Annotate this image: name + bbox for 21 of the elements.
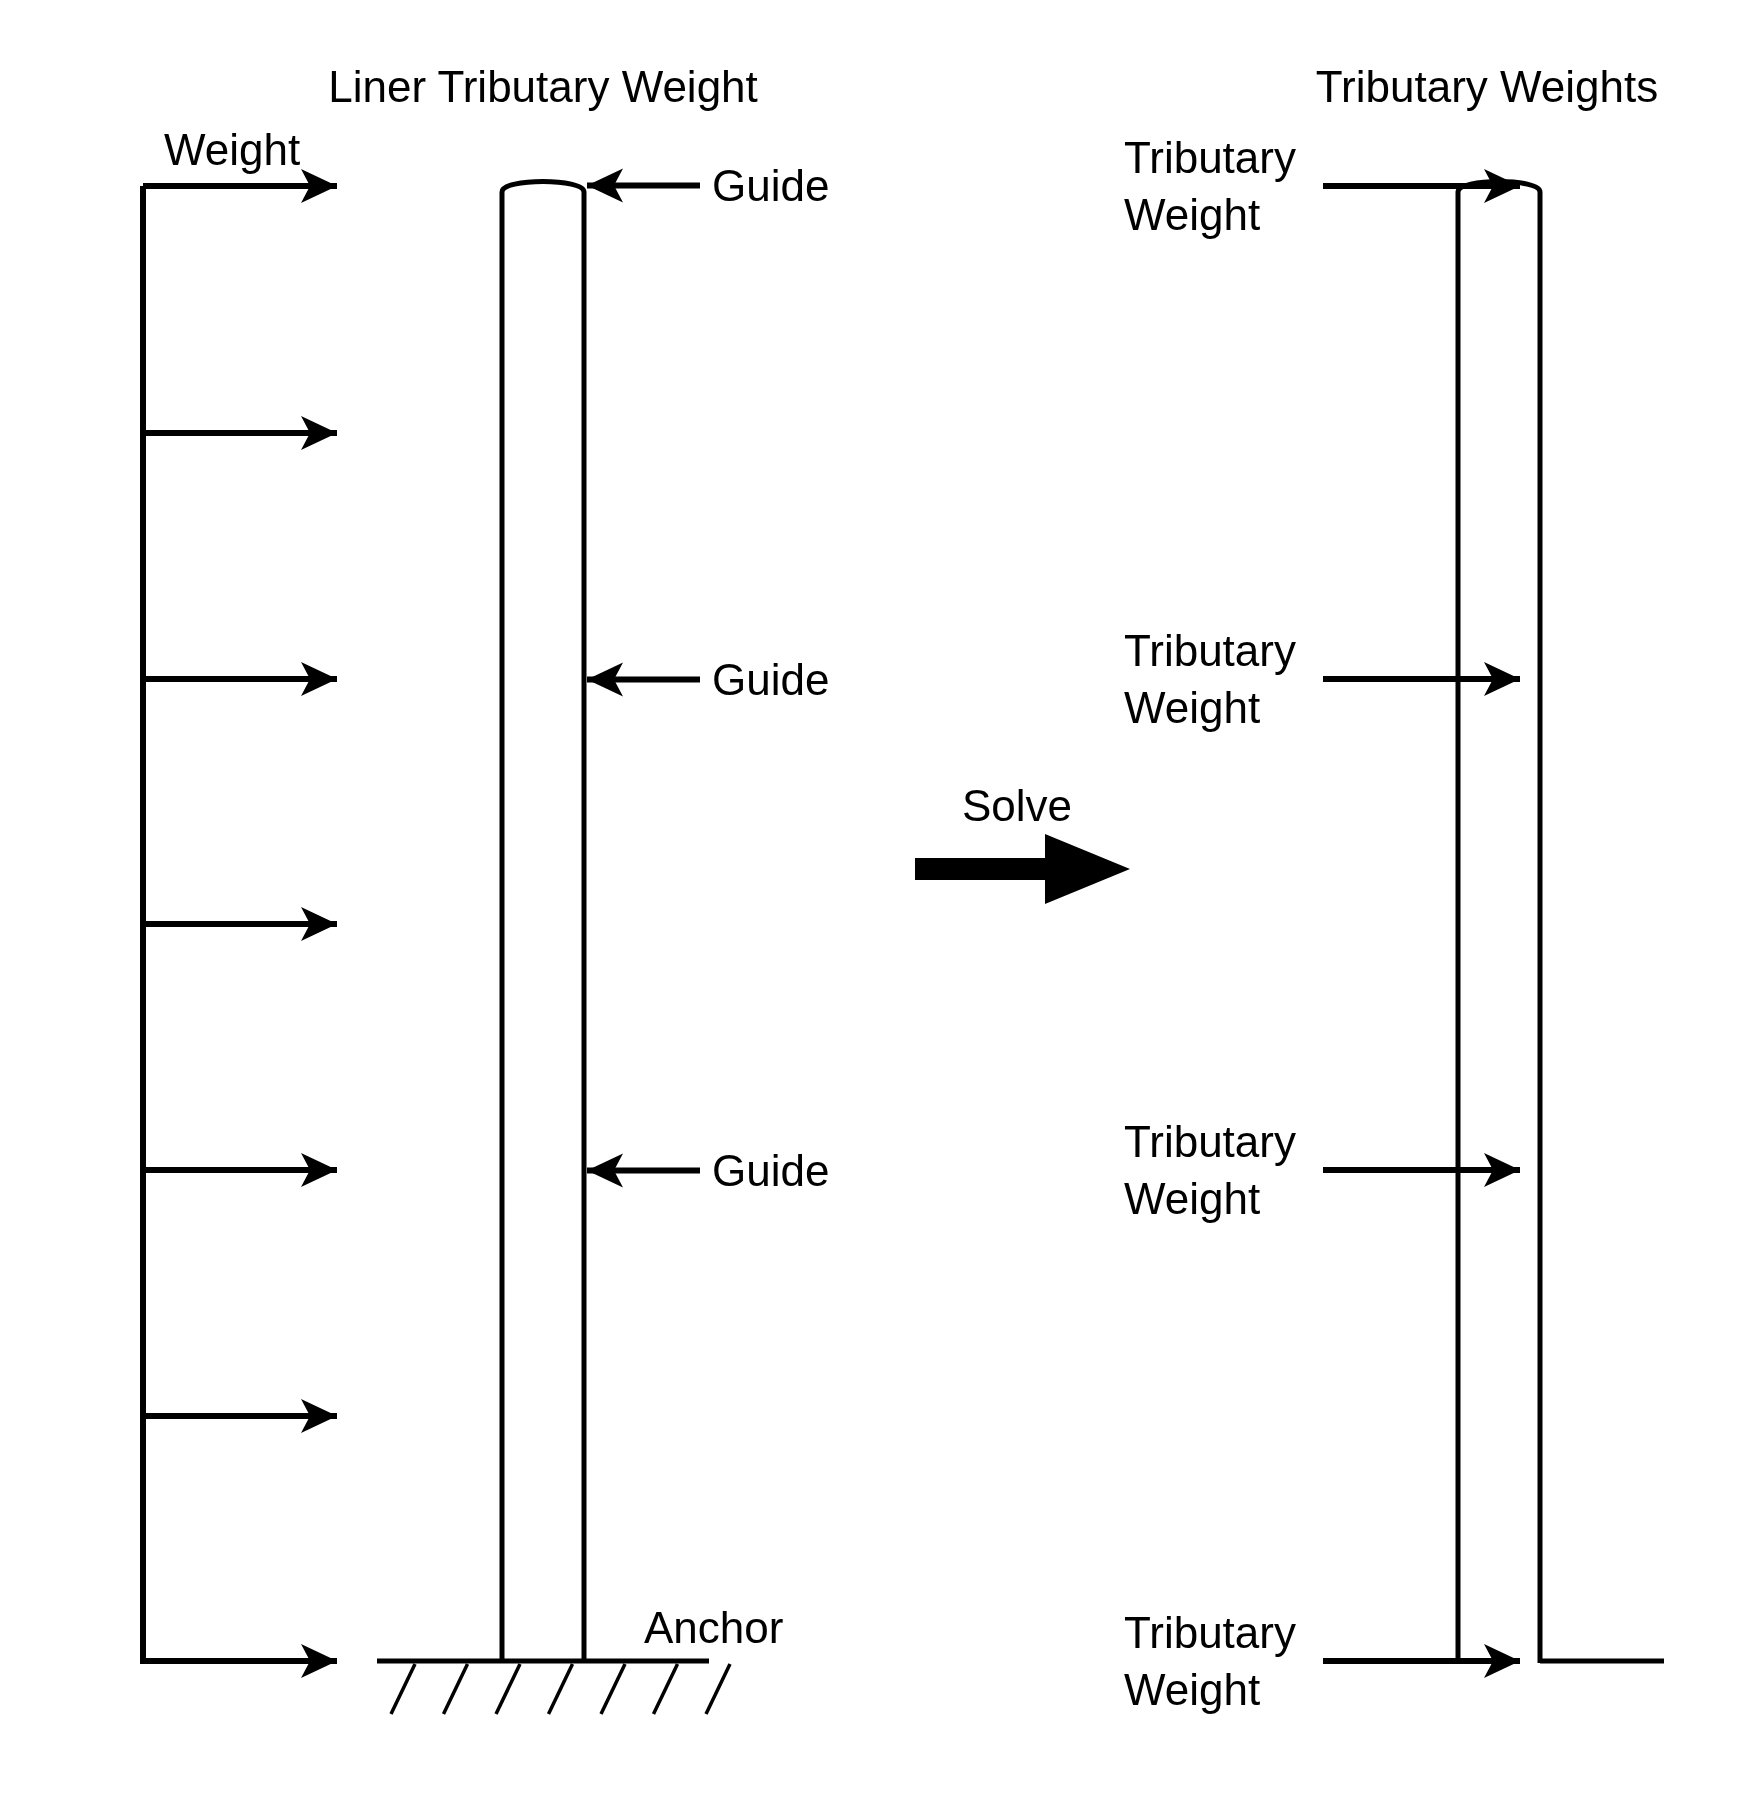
panel-label: Liner Tributary Weight: [328, 61, 758, 113]
pipe-column: [499, 176, 587, 1663]
load-label: Weight: [164, 124, 301, 176]
arrow: [1323, 169, 1520, 203]
arrow: [587, 662, 700, 697]
panel-label: Tributary Weights: [1315, 61, 1659, 113]
pipe-column: [1455, 176, 1543, 1663]
process-label: Solve: [961, 780, 1073, 832]
node-label: Guide: [700, 1142, 860, 1199]
node-label: Tributary Weight: [1124, 1113, 1323, 1227]
node-label: Guide: [700, 651, 860, 708]
node-label: Tributary Weight: [1124, 1604, 1323, 1718]
node-label: Tributary Weight: [1124, 129, 1323, 243]
arrow: [1323, 1153, 1520, 1187]
support-label: Anchor: [644, 1602, 784, 1654]
arrow: [1323, 1644, 1520, 1678]
node-label: Tributary Weight: [1124, 622, 1323, 736]
arrow: [587, 168, 700, 203]
arrow: [587, 1153, 700, 1188]
arrow: [1323, 662, 1520, 696]
node-label: Guide: [700, 157, 860, 214]
